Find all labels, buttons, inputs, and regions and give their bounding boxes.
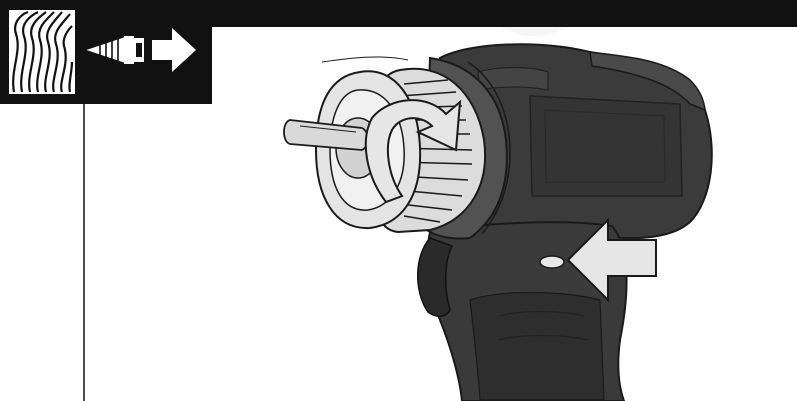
mode-icon-block: [0, 0, 212, 104]
drill-illustration: [284, 44, 712, 401]
wood-grain-icon: [9, 10, 75, 94]
direction-switch: [540, 256, 564, 268]
